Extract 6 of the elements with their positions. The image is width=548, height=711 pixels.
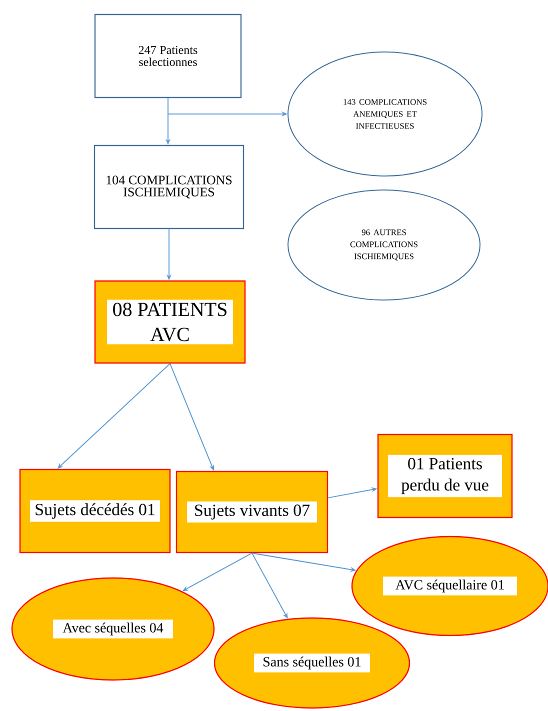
process-box: 247 Patients selectionnes (94, 14, 242, 98)
highlight-box: Sujets vivants 07 (176, 470, 328, 554)
process-box: 104 COMPLICATIONS ISCHIEMIQUES (94, 144, 244, 230)
highlight-box: Sujets décédés 01 (19, 468, 171, 554)
highlight-box: 01 Patients perdu de vue (377, 434, 513, 518)
highlight-box: 08 PATIENTS AVC (94, 280, 246, 364)
